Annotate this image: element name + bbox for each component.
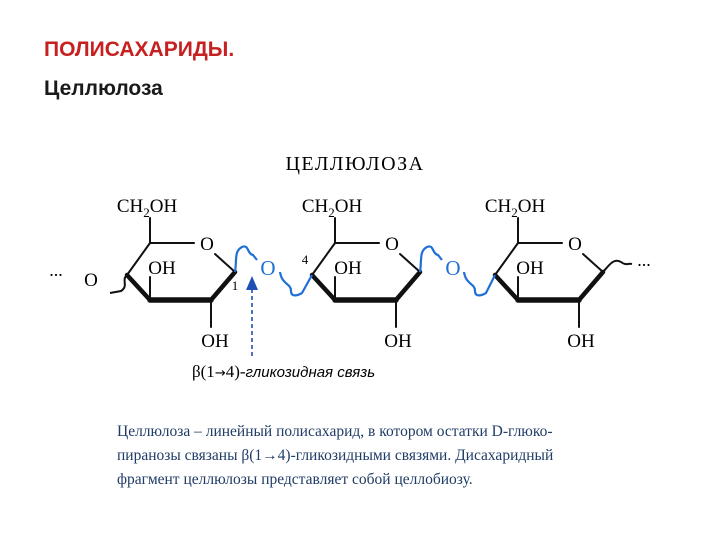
- glycosidic-bridge-3: [418, 245, 443, 273]
- ring-oxygen-label: O: [568, 234, 582, 255]
- ch2oh-label: CH2OH: [302, 196, 363, 220]
- chain-continuation-right: [602, 259, 633, 273]
- glycosidic-bond-label: β(1→4)-гликозидная связь: [192, 362, 375, 381]
- slide-subtitle: Целлюлоза: [44, 77, 163, 100]
- glycosidic-bridge-1: [233, 245, 258, 273]
- ring-oxygen-label: O: [200, 234, 214, 255]
- oh-label: OH: [148, 258, 176, 279]
- glycosidic-bridge-2: [278, 271, 313, 297]
- chain-ellipsis-left: ...: [49, 260, 63, 280]
- cellulose-structure-diagram: ЦЕЛЛЮЛОЗА: [49, 153, 651, 381]
- glucose-ring-2: [309, 217, 423, 328]
- glycosidic-bond-arrow: [246, 276, 258, 356]
- glucose-ring-3: [492, 217, 606, 328]
- caption-line: пиранозы связаны β(1→4)-гликозидными свя…: [117, 447, 554, 464]
- description-caption: Целлюлоза – линейный полисахарид, в кото…: [117, 420, 697, 492]
- oh-label: OH: [201, 331, 229, 352]
- diagram-heading: ЦЕЛЛЮЛОЗА: [285, 153, 424, 175]
- carbon-1-label: 1: [232, 278, 239, 293]
- oh-label: OH: [334, 258, 362, 279]
- terminal-oxygen-label: O: [84, 270, 98, 291]
- oh-label: OH: [516, 258, 544, 279]
- caption-line: фрагмент целлюлозы представляет собой це…: [117, 471, 473, 488]
- caption-line: Целлюлоза – линейный полисахарид, в кото…: [117, 423, 553, 440]
- chain-ellipsis-right: ...: [637, 250, 651, 270]
- slide-title: ПОЛИСАХАРИДЫ.: [44, 38, 235, 61]
- glucose-ring-1: [124, 217, 238, 328]
- ch2oh-label: CH2OH: [485, 196, 546, 220]
- oh-label: OH: [567, 331, 595, 352]
- bridge-oxygen-label: O: [445, 256, 460, 280]
- chain-continuation-left: [109, 274, 128, 294]
- ring-oxygen-label: O: [385, 234, 399, 255]
- ch2oh-label: CH2OH: [117, 196, 178, 220]
- glycosidic-bridge-4: [462, 271, 496, 297]
- oh-label: OH: [384, 331, 412, 352]
- carbon-4-label: 4: [302, 252, 309, 267]
- bridge-oxygen-label: O: [260, 256, 275, 280]
